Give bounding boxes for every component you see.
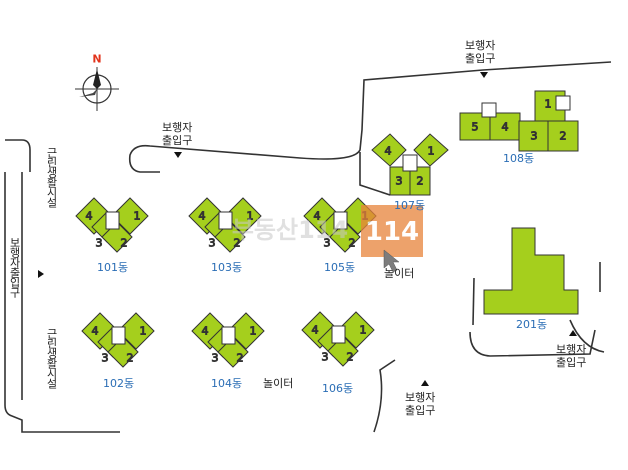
building-label-101: 101동	[97, 261, 129, 274]
building-103[interactable]: 4 1 3 2	[188, 197, 262, 253]
building-102[interactable]: 4 1 3 2	[81, 312, 155, 368]
svg-text:3: 3	[531, 130, 538, 143]
building-label-106: 106동	[322, 382, 354, 395]
neighborhood-facility-bottom: 근린생활시설	[45, 328, 58, 388]
svg-text:1: 1	[247, 210, 254, 223]
svg-text:114: 114	[365, 217, 419, 247]
svg-text:1: 1	[428, 145, 435, 158]
entrance-bottom-right-line2: 출입구	[556, 356, 587, 369]
svg-text:3: 3	[212, 352, 219, 365]
unit-4-label: 4	[86, 210, 93, 223]
svg-text:3: 3	[102, 352, 109, 365]
svg-text:2: 2	[349, 237, 356, 250]
svg-text:1: 1	[360, 324, 367, 337]
building-104[interactable]: 4 1 3 2	[191, 312, 265, 368]
building-101[interactable]: 4 1 3 2	[75, 197, 149, 253]
entrance-top-mid-line2: 출입구	[162, 134, 193, 147]
svg-text:2: 2	[234, 237, 241, 250]
svg-text:3: 3	[209, 237, 216, 250]
svg-text:2: 2	[237, 352, 244, 365]
playground-label-right: 놀이터	[384, 267, 415, 280]
building-107[interactable]: 4 1 3 2	[371, 133, 449, 196]
entrance-top-right-line1: 보행자	[465, 39, 496, 52]
svg-text:4: 4	[314, 210, 321, 223]
entrance-top-mid-line1: 보행자	[162, 121, 193, 134]
entrance-bottom-mid-line1: 보행자	[405, 391, 436, 404]
building-label-103: 103동	[211, 261, 243, 274]
compass-north-label: N	[92, 53, 101, 66]
svg-text:1: 1	[140, 325, 147, 338]
svg-text:3: 3	[322, 351, 329, 364]
svg-text:1: 1	[545, 98, 552, 111]
unit-2-label: 2	[121, 237, 128, 250]
building-201[interactable]	[483, 227, 579, 315]
building-108[interactable]: 5 4 3 2 1	[459, 90, 579, 152]
neighborhood-facility-top: 근린생활시설	[45, 147, 58, 207]
svg-text:2: 2	[127, 352, 134, 365]
watermark-text: 부동산114	[232, 216, 348, 244]
entrance-top-right-line2: 출입구	[465, 52, 496, 65]
unit-1-label: 1	[134, 210, 141, 223]
svg-text:3: 3	[324, 237, 331, 250]
svg-text:4: 4	[92, 325, 99, 338]
cursor-icon	[383, 249, 400, 273]
svg-text:4: 4	[199, 210, 206, 223]
svg-text:2: 2	[560, 130, 567, 143]
building-label-107: 107동	[394, 199, 426, 212]
playground-label-bottom: 놀이터	[263, 377, 294, 390]
building-106[interactable]: 4 1 3 2	[301, 311, 375, 367]
unit-3-label: 3	[96, 237, 103, 250]
watermark-logo: 114	[361, 205, 423, 257]
building-label-201: 201동	[516, 318, 548, 331]
svg-text:5: 5	[472, 121, 479, 134]
entrance-bottom-right-line1: 보행자	[556, 343, 587, 356]
building-label-102: 102동	[103, 377, 135, 390]
entrance-top-right: 보행자 출입구	[465, 39, 495, 65]
svg-text:2: 2	[347, 351, 354, 364]
entrance-bottom-right: 보행자 출입구	[556, 343, 586, 369]
entrance-bottom-mid: 보행자 출입구	[405, 391, 435, 417]
svg-text:4: 4	[385, 145, 392, 158]
compass-rose: N	[75, 53, 119, 111]
svg-text:3: 3	[396, 175, 403, 188]
entrance-left: 보행자출입구	[8, 237, 21, 297]
svg-text:4: 4	[202, 325, 209, 338]
building-label-108: 108동	[503, 152, 535, 165]
svg-text:4: 4	[312, 324, 319, 337]
svg-text:4: 4	[502, 121, 509, 134]
entrance-top-mid: 보행자 출입구	[162, 121, 192, 147]
road-network	[4, 61, 612, 433]
entrance-markers	[38, 72, 577, 386]
svg-text:2: 2	[417, 175, 424, 188]
building-label-104: 104동	[211, 377, 243, 390]
building-label-105: 105동	[324, 261, 356, 274]
svg-text:1: 1	[250, 325, 257, 338]
entrance-bottom-mid-line2: 출입구	[405, 404, 436, 417]
